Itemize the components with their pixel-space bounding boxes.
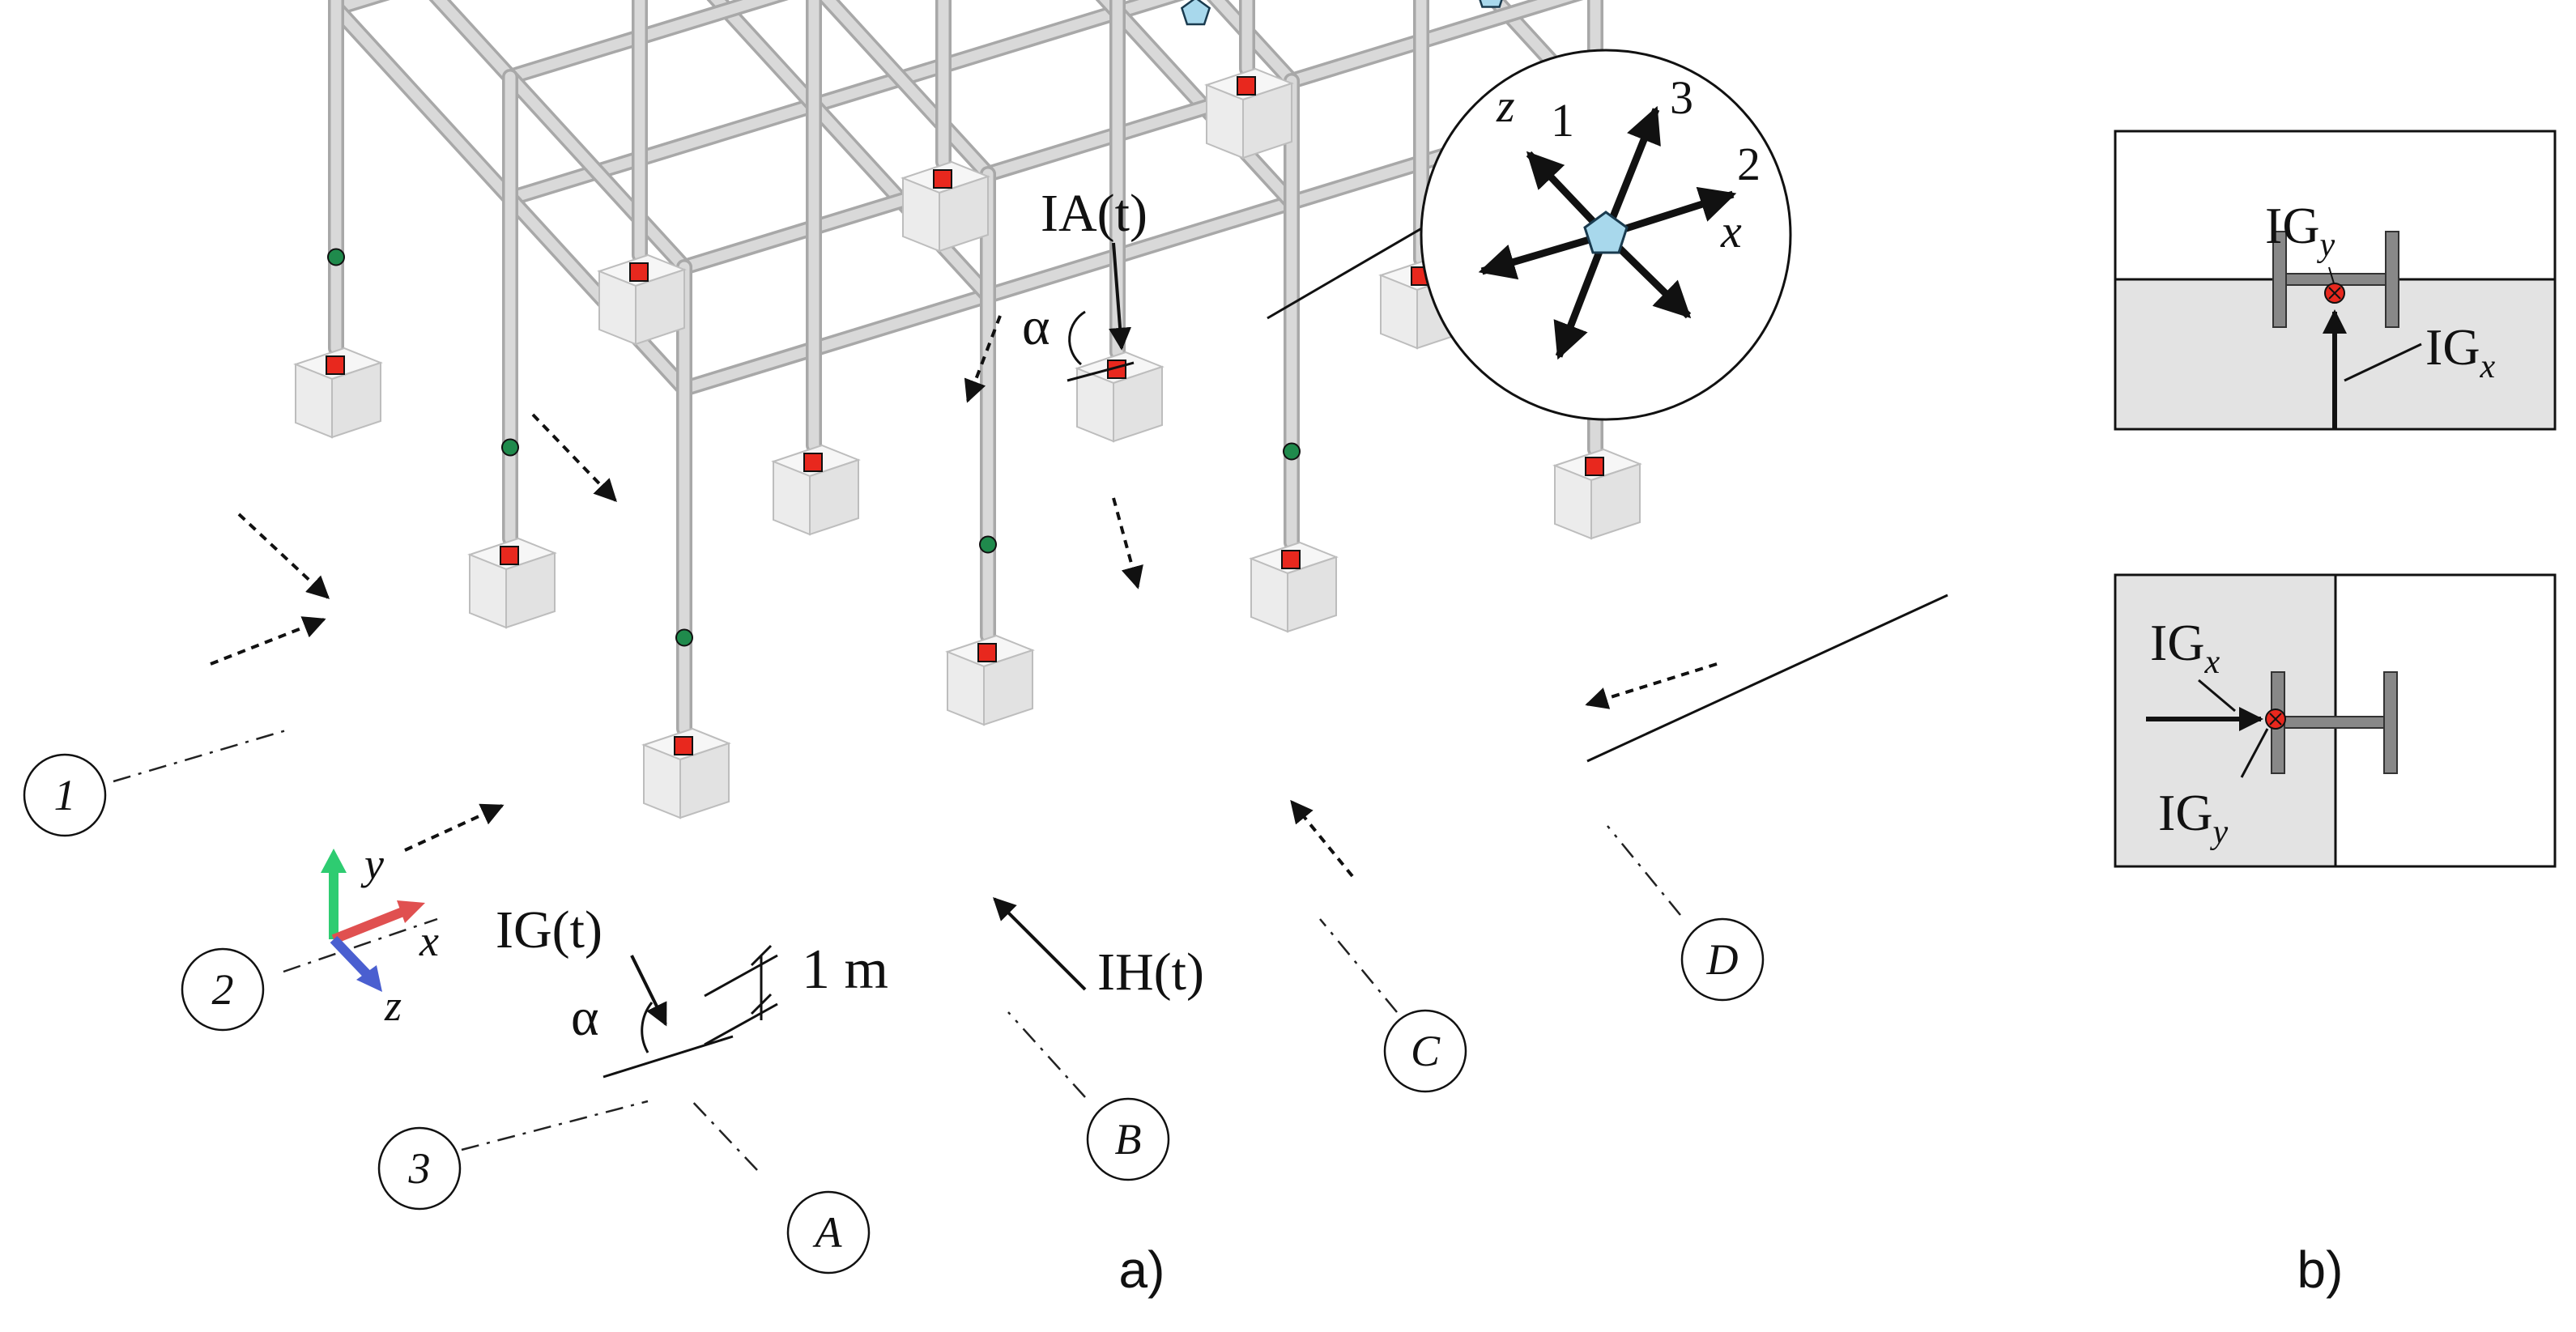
bottom-igy-label: IGy	[2158, 784, 2229, 851]
blue-sensor-2	[1180, 0, 1211, 26]
blue-sensor-3	[1479, 0, 1503, 8]
svg-text:B: B	[1115, 1115, 1142, 1164]
beam-z-level4-col2-face	[1210, 0, 1297, 87]
caption-b: b)	[2297, 1241, 2344, 1299]
beam-z-level3-col3-face	[1488, 0, 1601, 115]
grid-bubble-C: C	[1383, 1009, 1467, 1093]
sensor-markers	[326, 0, 1611, 755]
footing-right-2-0	[1287, 555, 1337, 633]
panel-b-bottom: IGx IGy	[2114, 573, 2557, 868]
panel-b-top: IGy IGx	[2114, 130, 2557, 431]
bottom-igx-label: IGx	[2150, 614, 2220, 681]
axis-y-label: y	[360, 840, 384, 888]
ih-annotation: IH(t)	[993, 897, 1204, 1002]
red-sensor-0-2	[326, 355, 345, 375]
red-sensor-3-0	[1585, 457, 1604, 476]
caption-a: a)	[1119, 1241, 1165, 1299]
panel-b-leader	[1586, 594, 1948, 763]
alpha-label-bottom: α	[571, 988, 599, 1047]
footing-right-2-2	[939, 175, 989, 253]
red-sensor-0-1	[500, 546, 519, 565]
inset-dir-1: 1	[1551, 94, 1574, 147]
svg-text:C: C	[1411, 1027, 1441, 1075]
grid-bubble-D: D	[1680, 917, 1765, 1002]
axis-triad: y x z	[321, 840, 439, 1030]
green-sensor-4	[1283, 442, 1301, 461]
red-sensor-2-2	[933, 169, 952, 189]
grid-bubble-A: A	[786, 1190, 871, 1275]
alpha-label-top: α	[1022, 297, 1050, 356]
ig-annotation: IG(t) α	[496, 900, 734, 1079]
grid-bubble-3: 3	[377, 1126, 462, 1211]
dimension-1m	[704, 944, 778, 1046]
footing-right-0-2	[331, 361, 381, 439]
red-sensor-1-1	[803, 453, 823, 472]
grid-bubble-1: 1	[23, 753, 107, 837]
inset-z-label: z	[1496, 79, 1515, 132]
ia-label: IA(t)	[1041, 184, 1147, 243]
green-sensor-3	[979, 535, 997, 554]
red-sensor-0-0	[674, 736, 693, 755]
axis-z-label: z	[384, 981, 402, 1030]
grid-bubble-2: 2	[181, 947, 265, 1032]
red-sensor-1-0	[977, 643, 997, 662]
svg-text:D: D	[1706, 935, 1739, 984]
axis-x-label: x	[419, 917, 439, 965]
ig-label: IG(t)	[496, 900, 602, 960]
beam-x-level3-row1-face	[505, 0, 1176, 204]
inset-dir-2: 2	[1737, 138, 1761, 190]
footing-right-0-0	[679, 742, 730, 819]
direction-inset: z 1 3 2 x	[1420, 49, 1792, 421]
footing-right-2-1	[1113, 365, 1163, 443]
grid-lines	[113, 727, 1681, 1171]
green-sensor-1	[501, 438, 519, 457]
beam-z-level4-col1-face	[821, 0, 994, 180]
ih-label: IH(t)	[1097, 943, 1204, 1002]
green-sensor-0	[327, 248, 345, 266]
beam-x-level4-row0-face	[679, 0, 1574, 273]
beam-x-level4-row1-face	[505, 0, 779, 83]
footing-right-1-2	[635, 268, 685, 346]
load-arrows	[210, 315, 1718, 878]
svg-text:2: 2	[212, 965, 234, 1014]
grid-bubble-B: B	[1086, 1097, 1170, 1181]
footing-right-3-2	[1242, 82, 1292, 160]
footing-right-1-0	[983, 649, 1033, 726]
dimension-label: 1 m	[802, 938, 888, 1001]
footing-right-0-1	[505, 551, 556, 629]
ia-annotation: IA(t) α	[1022, 184, 1147, 382]
footing-right-3-0	[1590, 462, 1641, 540]
top-igx-label: IGx	[2425, 318, 2496, 385]
red-sensor-2-0	[1281, 550, 1301, 569]
red-sensor-3-2	[1237, 76, 1256, 96]
inset-dir-3: 3	[1670, 71, 1693, 124]
svg-text:3: 3	[408, 1144, 431, 1193]
top-igy-label: IGy	[2265, 197, 2335, 264]
svg-text:1: 1	[54, 771, 76, 819]
footing-right-1-1	[809, 458, 859, 536]
inset-x-label: x	[1720, 205, 1742, 257]
svg-text:A: A	[813, 1208, 843, 1257]
green-sensor-2	[675, 628, 693, 647]
red-sensor-1-2	[629, 262, 649, 282]
